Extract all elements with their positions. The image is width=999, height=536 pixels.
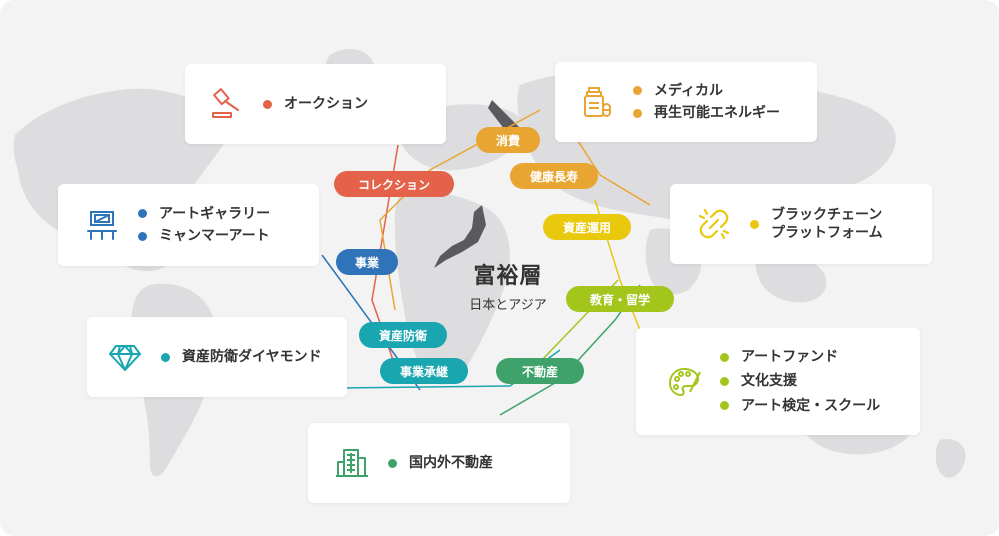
pill-realestate[interactable]: 不動産: [496, 358, 584, 384]
list-item[interactable]: 国内外不動産: [388, 454, 493, 472]
list-item[interactable]: メディカル: [633, 82, 780, 100]
card-diamond: 資産防衛ダイヤモンド: [87, 317, 347, 397]
pill-asset-defense[interactable]: 資産防衛: [359, 322, 447, 348]
list-item[interactable]: 資産防衛ダイヤモンド: [161, 348, 322, 366]
center-title: 富裕層: [473, 264, 543, 289]
card-auction-items: オークション: [263, 95, 368, 113]
card-gallery: アートギャラリー ミャンマーアート: [58, 184, 319, 266]
card-blockchain-items: ブラックチェーン プラットフォーム: [750, 206, 883, 242]
list-item[interactable]: ブラックチェーン プラットフォーム: [750, 206, 883, 242]
card-medical: メディカル 再生可能エネルギー: [555, 62, 817, 142]
pill-business[interactable]: 事業: [336, 249, 398, 275]
card-gallery-items: アートギャラリー ミャンマーアート: [138, 201, 270, 249]
card-art-items: アートファンド 文化支援 アート検定・スクール: [720, 342, 880, 421]
pill-education[interactable]: 教育・留学: [566, 286, 674, 312]
gavel-icon: [207, 84, 247, 124]
list-item[interactable]: 再生可能エネルギー: [633, 104, 780, 122]
center-subtitle: 日本とアジア: [469, 298, 547, 313]
card-realestate-items: 国内外不動産: [388, 454, 493, 472]
card-medical-items: メディカル 再生可能エネルギー: [633, 78, 780, 126]
pill-health[interactable]: 健康長寿: [510, 163, 598, 189]
card-auction: オークション: [185, 64, 446, 144]
list-item[interactable]: ミャンマーアート: [138, 227, 270, 245]
diamond-icon: [105, 337, 145, 377]
medicine-bottle-icon: [577, 82, 617, 122]
center-label: 富裕層 日本とアジア: [458, 258, 558, 313]
list-item[interactable]: アートファンド: [720, 348, 880, 366]
list-item[interactable]: オークション: [263, 95, 368, 113]
chain-link-icon: [694, 204, 734, 244]
card-blockchain: ブラックチェーン プラットフォーム: [670, 184, 932, 264]
pill-succession[interactable]: 事業承継: [380, 358, 468, 384]
pill-consumption[interactable]: 消費: [476, 127, 540, 153]
list-item[interactable]: アートギャラリー: [138, 205, 270, 223]
building-icon: [332, 443, 372, 483]
card-diamond-items: 資産防衛ダイヤモンド: [161, 348, 322, 366]
gallery-frame-icon: [82, 205, 122, 245]
pill-collection[interactable]: コレクション: [334, 171, 454, 197]
list-item[interactable]: アート検定・スクール: [720, 397, 880, 415]
card-art: アートファンド 文化支援 アート検定・スクール: [636, 328, 920, 435]
pill-asset-management[interactable]: 資産運用: [543, 214, 631, 240]
paint-palette-icon: [664, 362, 704, 402]
list-item[interactable]: 文化支援: [720, 372, 880, 390]
card-realestate: 国内外不動産: [308, 423, 570, 503]
